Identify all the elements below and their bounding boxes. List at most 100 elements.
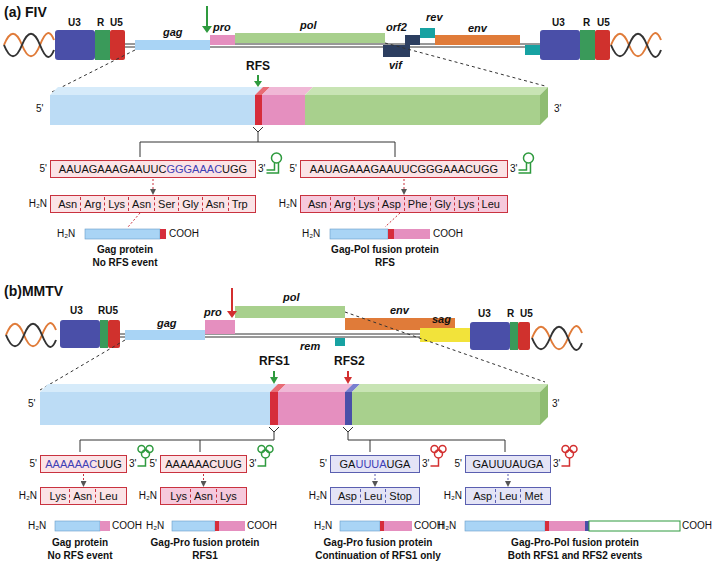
- strand-end-label: 3': [422, 458, 429, 470]
- strand-end-label: 5': [320, 458, 327, 470]
- frameshift-site-label: RFS: [246, 60, 270, 74]
- strand-end-label: 5': [30, 458, 37, 470]
- protein-caption: RFS1: [192, 550, 218, 562]
- terminus-label: COOH: [682, 520, 712, 532]
- amino-acid: Asn: [69, 489, 95, 503]
- ltr-region-label: R: [97, 17, 104, 29]
- ltr-region-label: R: [583, 17, 590, 29]
- protein-caption: No RFS event: [92, 257, 157, 269]
- amino-acid-box: LysAsnLeu: [40, 487, 127, 505]
- gene-name: pro: [213, 21, 231, 34]
- terminus-label: H₂N: [309, 490, 327, 502]
- protein-caption: No RFS event: [47, 550, 112, 562]
- ltr-region-label: U5: [520, 308, 533, 320]
- translation-arrow: [153, 179, 154, 194]
- ltr-region-label: U3: [70, 305, 83, 317]
- nucleotide-text: GGGAAAC: [166, 162, 222, 176]
- gene-name: pol: [300, 19, 317, 32]
- gene-name: orf2: [386, 21, 407, 34]
- amino-acid: Stop: [385, 489, 415, 503]
- amino-acid: Leu: [478, 197, 503, 211]
- rna-sequence-box: GAUUUAUGA: [330, 455, 420, 473]
- terminus-label: H₂N: [438, 520, 456, 532]
- amino-acid-box: LysAsnLys: [160, 487, 247, 505]
- ltr-region-label: U5: [597, 17, 610, 29]
- terminus-label: H₂N: [279, 198, 297, 210]
- nucleotide-text: UGG: [222, 162, 247, 176]
- amino-acid-box: AspLeuMet: [465, 487, 551, 505]
- terminus-label: H₂N: [146, 520, 164, 532]
- amino-acid: Leu: [95, 489, 120, 503]
- terminus-label: H₂N: [444, 490, 462, 502]
- strand-end-label: 3': [553, 458, 560, 470]
- frameshift-site-label: RFS2: [334, 355, 365, 369]
- amino-acid: Leu: [495, 489, 520, 503]
- amino-acid: Trp: [228, 197, 251, 211]
- amino-acid: Asn: [128, 197, 154, 211]
- strand-end-label: 3': [510, 163, 517, 175]
- nucleotide-text: GAUUUAUGA: [473, 457, 544, 471]
- terminus-label: H₂N: [28, 520, 46, 532]
- strand-end-label: 5': [40, 163, 47, 175]
- amino-acid: Gly: [178, 197, 202, 211]
- amino-acid: Ser: [154, 197, 178, 211]
- nucleotide-text: AAAAAACUUG: [165, 457, 241, 471]
- protein-caption: Continuation of RFS1 only: [315, 550, 441, 562]
- nucleotide-text: UUUA: [355, 457, 386, 471]
- rna-sequence-box: AAUAGAAAGAAUUCGGGAAACUGG: [300, 160, 508, 178]
- protein-caption: Gag protein: [97, 244, 153, 256]
- pseudoknot: [561, 446, 577, 467]
- nucleotide-text: AAUAGAAAGAAUUCGGGAAACUGG: [310, 162, 498, 176]
- nucleotide-text: GA: [340, 457, 356, 471]
- amino-acid: Asn: [190, 489, 216, 503]
- terminus-label: H₂N: [314, 520, 332, 532]
- amino-acid-box: AspLeuStop: [330, 487, 420, 505]
- ltr-region-label: U5: [110, 17, 123, 29]
- amino-acid: Asp: [470, 489, 495, 503]
- amino-acid: Asp: [335, 489, 360, 503]
- panel-title: (a) FIV: [4, 4, 47, 20]
- ltr-region-label: R: [507, 308, 514, 320]
- protein-caption: Both RFS1 and RFS2 events: [508, 550, 642, 562]
- protein-caption: Gag-Pol fusion protein: [331, 244, 439, 256]
- strand-end-label: 3': [552, 398, 559, 410]
- terminus-label: H₂N: [29, 198, 47, 210]
- translation-arrow: [83, 474, 84, 486]
- ltr-region-label: U3: [552, 17, 565, 29]
- strand-end-label: 5': [28, 398, 35, 410]
- terminus-label: H₂N: [302, 228, 320, 240]
- stem-loop: [266, 153, 281, 173]
- terminus-label: COOH: [112, 520, 142, 532]
- strand-end-label: 5': [290, 163, 297, 175]
- terminus-label: H₂N: [139, 490, 157, 502]
- terminus-label: H₂N: [57, 228, 75, 240]
- strand-end-label: 5': [36, 103, 43, 115]
- pseudoknot: [430, 446, 446, 467]
- strand-end-label: 3': [129, 458, 136, 470]
- nucleotide-text: UUG: [97, 457, 121, 471]
- gene-name: gag: [163, 26, 183, 39]
- terminus-label: COOH: [247, 520, 277, 532]
- nucleotide-text: AAUAGAAAGAAUUC: [59, 162, 167, 176]
- amino-acid: Lys: [104, 197, 128, 211]
- amino-acid: Arg: [330, 197, 354, 211]
- protein-caption: RFS: [375, 257, 395, 269]
- strand-end-label: 5': [455, 458, 462, 470]
- ltr-region-label: U3: [68, 17, 81, 29]
- amino-acid: Phe: [404, 197, 431, 211]
- amino-acid: Asn: [305, 197, 330, 211]
- gene-name: pro: [204, 306, 222, 319]
- frameshift-site-label: RFS1: [259, 355, 290, 369]
- gene-name: env: [390, 304, 409, 317]
- terminus-label: H₂N: [19, 490, 37, 502]
- protein-caption: Gag-Pro fusion protein: [151, 537, 260, 549]
- panel-title: (b)MMTV: [4, 283, 63, 299]
- stem-loop: [518, 153, 533, 173]
- gene-name: rem: [300, 340, 320, 353]
- amino-acid: Asn: [202, 197, 228, 211]
- amino-acid: Asp: [378, 197, 404, 211]
- rna-sequence-box: AAAAAACUUG: [40, 455, 127, 473]
- amino-acid: Lys: [167, 489, 190, 503]
- amino-acid: Lys: [46, 489, 69, 503]
- amino-acid-box: AsnArgLysAspPheGlyLysLeu: [300, 195, 508, 213]
